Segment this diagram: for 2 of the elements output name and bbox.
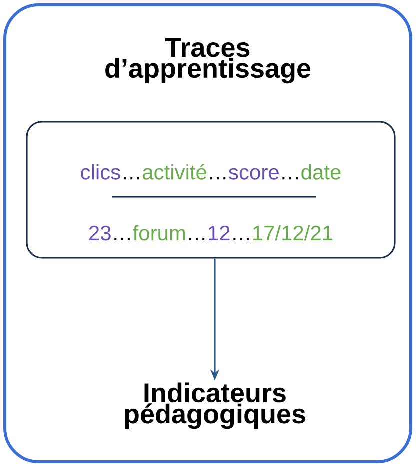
trace-box: clics … activité … score … date 23 …forum … 12 … 17/12/21	[26, 121, 396, 259]
indicator-text: Indicateurs pédagogiques	[125, 382, 306, 430]
